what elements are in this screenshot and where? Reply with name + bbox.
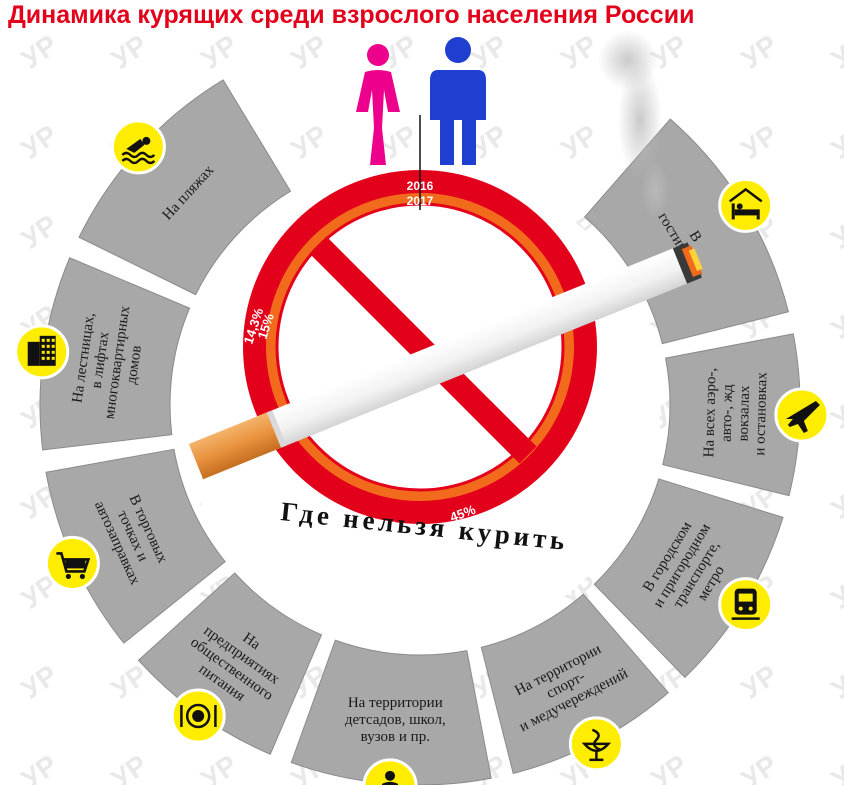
watermark-mark: УР xyxy=(826,659,844,705)
watermark-mark: УР xyxy=(16,119,63,165)
woman-icon xyxy=(356,44,400,165)
apartment-building-icon xyxy=(14,324,70,380)
cigarette xyxy=(188,242,703,480)
train-icon xyxy=(718,577,774,633)
place-segment xyxy=(593,478,784,679)
place-label-line: и остановках xyxy=(752,371,770,455)
place-segment xyxy=(39,257,191,451)
watermark-mark: УР xyxy=(286,119,333,165)
place-segment xyxy=(137,572,323,755)
place-segment xyxy=(662,333,801,497)
icon-layer xyxy=(14,119,830,785)
dining-plate-icon xyxy=(170,688,226,744)
watermark-mark: УР xyxy=(826,209,844,255)
place-label-line: вузов и пр. xyxy=(361,729,430,745)
man-icon xyxy=(430,37,486,165)
watermark-mark: УР xyxy=(736,749,783,785)
watermark-mark: УР xyxy=(106,749,153,785)
shopping-cart-icon xyxy=(44,535,100,591)
place-label-line: На территории xyxy=(348,695,443,711)
reading-child-icon xyxy=(362,758,418,785)
place-label: На всех аэро-,авто-, ждвокзалахи останов… xyxy=(701,368,770,459)
place-label-line: детсадов, школ, xyxy=(345,712,446,728)
watermark-mark: УР xyxy=(736,119,783,165)
watermark-mark: УР xyxy=(16,749,63,785)
watermark-mark: УР xyxy=(826,479,844,525)
watermark-mark: УР xyxy=(196,749,243,785)
place-segment xyxy=(45,448,226,644)
watermark-mark: УР xyxy=(826,299,844,345)
watermark-mark: УР xyxy=(556,29,603,75)
watermark-mark: УР xyxy=(16,209,63,255)
watermark-mark: УР xyxy=(196,29,243,75)
page-title: Динамика курящих среди взрослого населен… xyxy=(8,1,695,29)
watermark-mark: УР xyxy=(466,29,513,75)
hotel-bed-icon xyxy=(718,177,774,233)
year-2016-label: 2016 xyxy=(407,179,434,193)
watermark-mark: УР xyxy=(736,29,783,75)
watermark-mark: УР xyxy=(16,29,63,75)
watermark-mark: УР xyxy=(736,659,783,705)
medicine-snake-bowl-icon xyxy=(568,716,624,772)
watermark-mark: УР xyxy=(826,119,844,165)
watermark-mark: УР xyxy=(826,29,844,75)
watermark-mark: УР xyxy=(286,29,333,75)
place-segment xyxy=(78,79,292,296)
place-label-line: домов xyxy=(124,344,145,385)
watermark-mark: УР xyxy=(646,749,693,785)
place-label-line: вокзалах xyxy=(736,385,753,442)
watermark-mark: УР xyxy=(826,749,844,785)
year-2017-label: 2017 xyxy=(407,194,434,208)
watermark-mark: УР xyxy=(826,569,844,615)
watermark-mark: УР xyxy=(106,29,153,75)
place-label-line: На всех аэро-, xyxy=(701,368,719,458)
airplane-icon xyxy=(774,387,830,443)
watermark-mark: УР xyxy=(16,659,63,705)
place-segment xyxy=(480,593,670,774)
swimmer-icon xyxy=(110,119,166,175)
watermark-mark: УР xyxy=(556,119,603,165)
center-disc xyxy=(180,165,660,645)
men-2016-value: 50,9% xyxy=(360,518,399,538)
place-label-line: авто-, жд xyxy=(719,384,737,442)
smoke xyxy=(598,30,669,220)
place-segment xyxy=(290,639,492,785)
place-label-line: в лифтах xyxy=(89,330,113,389)
